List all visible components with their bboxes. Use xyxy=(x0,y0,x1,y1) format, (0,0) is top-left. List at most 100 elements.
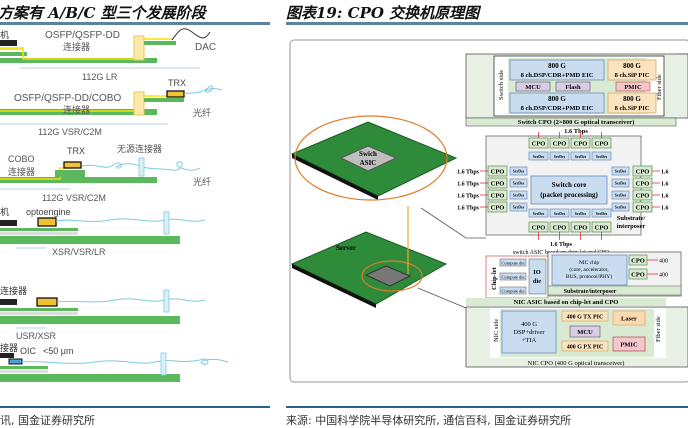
svg-text:Fiber side: Fiber side xyxy=(655,316,662,342)
serdes-label: SerDes xyxy=(615,194,627,198)
svg-text:连接器: 连接器 xyxy=(63,41,90,52)
cpo-stages-diagram: 机 OSFP/QSFP-DD 连接器 DAC 112G LR TRX OSFP/… xyxy=(0,28,229,382)
eic-block xyxy=(509,59,605,81)
svg-text:OSFP/QSFP-DD: OSFP/QSFP-DD xyxy=(45,30,120,41)
cpo-label: CPO xyxy=(636,205,650,212)
svg-text:Switch CPO (2×800 G optical tr: Switch CPO (2×800 G optical transceiver) xyxy=(518,119,635,126)
svg-text:ASIC: ASIC xyxy=(360,159,377,167)
nic-asic-block: Chip-let Compute die Compute die Compute… xyxy=(466,251,682,306)
serdes-label: SerDes xyxy=(513,170,525,174)
serdes-cell xyxy=(591,208,612,218)
switch-cpo-module: 800 G 8 ch.DSP/CDR+PMD EIC 800 G 8 ch.Si… xyxy=(446,53,688,135)
bandwidth-label: 1.6 Tbps xyxy=(457,182,480,188)
serdes-label: SerDes xyxy=(554,212,566,216)
svg-text:DAC: DAC xyxy=(195,42,216,53)
nic-cpo-module: NIC side Fiber side 400 G DSP+driver +TI… xyxy=(465,306,688,368)
mcu-block xyxy=(515,81,551,92)
title-divider xyxy=(0,22,270,25)
serdes-label: SerDes xyxy=(513,206,525,210)
svg-text:Server: Server xyxy=(336,244,356,252)
svg-text:OIC: OIC xyxy=(20,346,37,356)
left-source-note: 讯, 国金证券研究所 xyxy=(0,414,95,427)
svg-text:CPO: CPO xyxy=(631,272,645,279)
svg-text:CPO: CPO xyxy=(631,258,645,265)
bandwidth-label: 1.6 xyxy=(661,170,669,176)
svg-text:IO: IO xyxy=(533,269,541,276)
cpo-label: CPO xyxy=(636,193,650,200)
switch-core xyxy=(530,175,608,205)
pcb xyxy=(0,52,27,56)
reach-label: XSR/VSR/LR xyxy=(52,247,106,257)
stage-4: 机 optoengine XSR/VSR/LR xyxy=(0,206,206,257)
serdes-cell xyxy=(509,166,528,176)
passive-connector xyxy=(138,157,145,177)
dsp-block xyxy=(501,310,557,354)
bandwidth-label: 1.6 xyxy=(661,206,669,212)
svg-text:800 G: 800 G xyxy=(548,62,566,70)
svg-text:400: 400 xyxy=(659,259,668,265)
svg-text:8 ch.DSP/CDR+PMD EIC: 8 ch.DSP/CDR+PMD EIC xyxy=(521,105,594,112)
serdes-cell xyxy=(570,151,591,161)
bandwidth-label: 1.6 xyxy=(661,182,669,188)
cpo-label: CPO xyxy=(595,141,609,148)
cpo-label: CPO xyxy=(595,225,609,232)
serdes-cell xyxy=(528,208,549,218)
svg-text:DSP+driver: DSP+driver xyxy=(513,329,545,336)
stage-5: 连接器 USR/XSR xyxy=(0,285,206,341)
dac-cable xyxy=(171,28,211,41)
serdes-label: SerDes xyxy=(575,155,587,159)
svg-text:BUS, protocol/PHY): BUS, protocol/PHY) xyxy=(566,273,612,280)
serdes-label: SerDes xyxy=(615,182,627,186)
stage-6: 接器 OIC <50 μm xyxy=(0,342,229,382)
svg-text:8 ch.SiP PIC: 8 ch.SiP PIC xyxy=(615,72,650,79)
svg-text:optoengine: optoengine xyxy=(26,207,71,217)
bandwidth-label: 1.6 Tbps xyxy=(457,170,480,176)
svg-text:连接器: 连接器 xyxy=(0,285,27,296)
svg-text:Compute die: Compute die xyxy=(501,275,524,280)
svg-text:Substrate/interposer: Substrate/interposer xyxy=(564,289,617,295)
stage-2: TRX OSFP/QSFP-DD/COBO 连接器 光纤 112G VSR/C2… xyxy=(0,78,223,137)
svg-text:PMIC: PMIC xyxy=(624,84,642,91)
svg-text:400 G PX PIC: 400 G PX PIC xyxy=(567,345,604,351)
svg-text:MCU: MCU xyxy=(577,329,593,336)
fiber xyxy=(183,85,223,95)
serdes-cell xyxy=(549,151,570,161)
cpo-label: CPO xyxy=(491,193,505,200)
cpo-label: CPO xyxy=(636,169,650,176)
serdes-label: SerDes xyxy=(596,212,608,216)
footer-divider xyxy=(286,406,688,408)
cpo-label: CPO xyxy=(491,169,505,176)
nic-chip xyxy=(364,265,412,287)
bandwidth-label: 1.6 Tbps xyxy=(457,206,480,212)
reach-label: 112G VSR/C2M xyxy=(42,193,106,203)
pcb xyxy=(0,58,157,63)
serdes-cell xyxy=(611,166,630,176)
serdes-cell xyxy=(611,178,630,188)
svg-text:800 G: 800 G xyxy=(623,62,641,70)
svg-text:Switch core: Switch core xyxy=(552,181,587,189)
serdes-cell xyxy=(509,202,528,212)
svg-text:TRX: TRX xyxy=(168,78,186,88)
svg-text:Fiber side: Fiber side xyxy=(656,74,663,100)
cpo-label: CPO xyxy=(532,141,546,148)
svg-text:TRX: TRX xyxy=(67,146,85,156)
svg-text:NIC CPO (400 G optical transce: NIC CPO (400 G optical transceiver) xyxy=(528,360,625,367)
svg-text:400 G TX PIC: 400 G TX PIC xyxy=(567,315,604,321)
serdes-label: SerDes xyxy=(533,155,545,159)
reach-label: 112G VSR/C2M xyxy=(38,127,102,137)
pmic-block xyxy=(615,81,651,92)
svg-text:NIC side: NIC side xyxy=(493,319,500,342)
svg-text:die: die xyxy=(533,278,541,285)
svg-text:Swich: Swich xyxy=(359,150,377,158)
svg-text:800 G: 800 G xyxy=(548,95,566,103)
svg-text:Substrate/: Substrate/ xyxy=(617,215,646,222)
svg-text:OSFP/QSFP-DD/COBO: OSFP/QSFP-DD/COBO xyxy=(14,93,121,104)
svg-text:无源连接器: 无源连接器 xyxy=(117,143,162,154)
cpo-switch-diagram: 800 G 8 ch.DSP/CDR+PMD EIC 800 G 8 ch.Si… xyxy=(289,39,688,383)
reach-label: 112G LR xyxy=(82,72,118,82)
trx-module xyxy=(166,90,185,98)
right-source-note: 来源: 中国科学院半导体研究所, 通信百科, 国金证券研究所 xyxy=(286,414,572,427)
right-figure-title: 图表19: CPO 交换机原理图 xyxy=(286,4,480,22)
cpo-label: CPO xyxy=(532,225,546,232)
svg-text:光纤: 光纤 xyxy=(193,107,211,118)
